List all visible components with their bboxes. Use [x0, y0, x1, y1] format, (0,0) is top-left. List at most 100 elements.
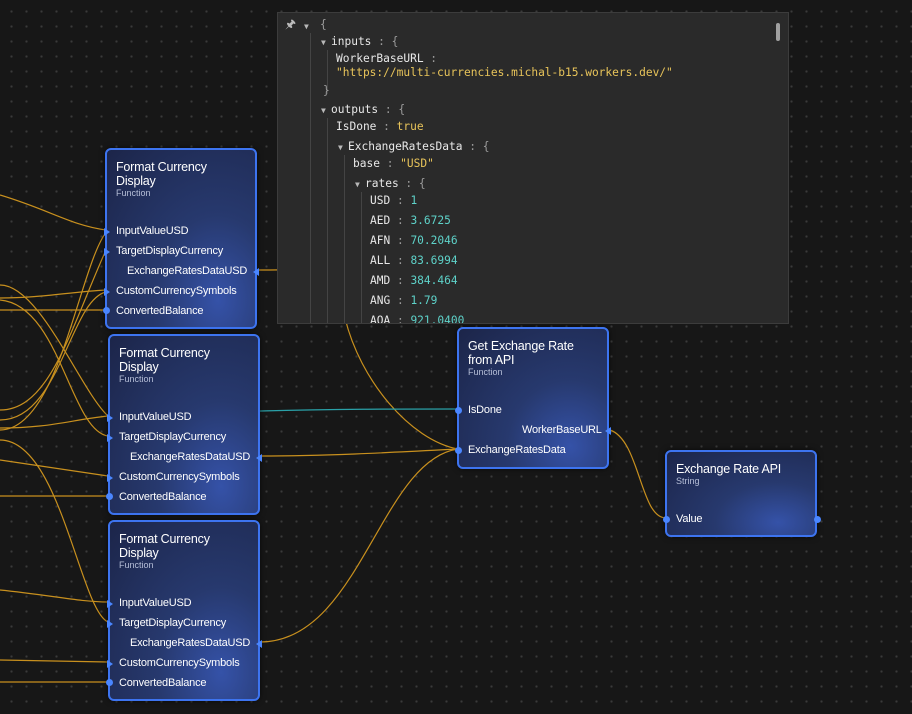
root-open-brace: {: [320, 18, 327, 31]
rate-row: AOA : 921.0400: [370, 314, 465, 324]
rate-code: AFN: [370, 234, 391, 247]
wire: [0, 415, 109, 429]
chevron-down-icon[interactable]: ▼: [338, 143, 343, 152]
wire: [259, 448, 459, 457]
chevron-down-icon[interactable]: ▼: [355, 180, 360, 189]
rate-code: ALL: [370, 254, 391, 267]
chevron-down-icon[interactable]: ▼: [321, 106, 326, 115]
output-port[interactable]: [455, 447, 462, 454]
chevron-down-icon[interactable]: ▼: [321, 38, 326, 47]
node-type: Function: [468, 367, 503, 377]
outputs-row[interactable]: ▼outputs : {: [321, 103, 406, 116]
tree-guide: [327, 118, 328, 323]
wire: [0, 291, 107, 421]
input-port[interactable]: [256, 454, 262, 462]
isdone-wire: [259, 408, 459, 412]
port-target-display-currency: TargetDisplayCurrency: [116, 245, 224, 257]
port-target-display-currency: TargetDisplayCurrency: [119, 431, 227, 443]
input-port[interactable]: [253, 268, 259, 276]
output-port[interactable]: [814, 516, 821, 523]
pin-icon[interactable]: 🖈: [285, 17, 297, 31]
output-port[interactable]: [106, 493, 113, 500]
input-port[interactable]: [104, 288, 110, 296]
rate-row: ANG : 1.79: [370, 294, 438, 307]
erd-row[interactable]: ▼ExchangeRatesData : {: [338, 140, 490, 153]
port-exchange-rates-data-usd: ExchangeRatesDataUSD: [130, 451, 251, 463]
collapse-root-icon[interactable]: ▼: [304, 22, 309, 31]
wire: [609, 429, 667, 519]
format-currency-display-node-1[interactable]: Format Currency Display Function InputVa…: [103, 148, 259, 329]
port-worker-base-url: WorkerBaseURL: [522, 424, 602, 436]
input-port[interactable]: [104, 248, 110, 256]
isdone-key: IsDone: [336, 120, 377, 133]
rate-value: 384.464: [410, 274, 458, 287]
port-input-value-usd: InputValueUSD: [119, 597, 192, 609]
port-converted-balance: ConvertedBalance: [116, 305, 204, 317]
input-port[interactable]: [104, 228, 110, 236]
output-port[interactable]: [106, 679, 113, 686]
node-type: Function: [119, 560, 154, 570]
output-port[interactable]: [455, 407, 462, 414]
output-port[interactable]: [103, 307, 110, 314]
rates-row[interactable]: ▼rates : {: [355, 177, 426, 190]
node-title: Format Currency Display: [119, 532, 210, 560]
port-exchange-rates-data-usd: ExchangeRatesDataUSD: [130, 637, 251, 649]
wire: [344, 317, 459, 450]
node-title: Get Exchange Rate from API: [468, 339, 574, 367]
inputs-key: inputs: [331, 35, 372, 48]
wire: [0, 589, 109, 603]
wire: [0, 229, 109, 431]
base-row: base : "USD": [353, 157, 434, 170]
format-currency-display-node-2[interactable]: Format Currency Display Function InputVa…: [106, 334, 262, 515]
base-key: base: [353, 157, 380, 170]
node-type: Function: [116, 188, 151, 198]
node-type: String: [676, 476, 700, 486]
rate-value: 921.0400: [410, 314, 465, 324]
format-currency-display-node-3[interactable]: Format Currency Display Function InputVa…: [106, 520, 262, 701]
port-exchange-rates-data: ExchangeRatesData: [468, 444, 566, 456]
tree-guide: [361, 192, 362, 323]
rate-code: ANG: [370, 294, 391, 307]
rate-value: 1: [410, 194, 418, 207]
wire: [0, 289, 107, 299]
input-port[interactable]: [107, 434, 113, 442]
base-value: "USD": [400, 157, 434, 170]
wire: [0, 299, 109, 437]
rate-value: 70.2046: [410, 234, 458, 247]
input-port[interactable]: [256, 640, 262, 648]
rate-row: ALL : 83.6994: [370, 254, 458, 267]
worker-url-row: WorkerBaseURL :: [336, 52, 438, 65]
port-input-value-usd: InputValueUSD: [116, 225, 189, 237]
node-title: Exchange Rate API: [676, 462, 782, 476]
wire: [0, 284, 109, 417]
rate-row: AED : 3.6725: [370, 214, 451, 227]
input-port[interactable]: [107, 474, 113, 482]
output-port[interactable]: [663, 516, 670, 523]
rate-row: AFN : 70.2046: [370, 234, 458, 247]
rate-code: AMD: [370, 274, 391, 287]
port-custom-currency-symbols: CustomCurrencySymbols: [116, 285, 237, 297]
wire: [0, 459, 109, 477]
input-port[interactable]: [107, 620, 113, 628]
node-type: Function: [119, 374, 154, 384]
rate-row: AMD : 384.464: [370, 274, 458, 287]
input-port[interactable]: [107, 660, 113, 668]
inputs-row[interactable]: ▼inputs : {: [321, 35, 399, 48]
rate-code: AED: [370, 214, 391, 227]
port-value: Value: [676, 513, 703, 525]
wire: [259, 448, 459, 643]
input-port[interactable]: [107, 414, 113, 422]
port-exchange-rates-data-usd: ExchangeRatesDataUSD: [127, 265, 248, 277]
rate-value: 1.79: [410, 294, 438, 307]
input-port[interactable]: [107, 600, 113, 608]
data-inspector-panel[interactable]: 🖈 ▼ { ▼inputs : { WorkerBaseURL : "https…: [277, 12, 789, 324]
worker-key: WorkerBaseURL: [336, 52, 424, 65]
worker-url-value: "https://multi-currencies.michal-b15.wor…: [336, 66, 673, 79]
input-port[interactable]: [605, 427, 611, 435]
get-exchange-rate-node[interactable]: Get Exchange Rate from API Function IsDo…: [455, 327, 611, 469]
scrollbar-thumb[interactable]: [776, 23, 780, 41]
node-title: Format Currency Display: [116, 160, 207, 188]
exchange-rate-api-node[interactable]: Exchange Rate API String Value: [663, 450, 821, 537]
outputs-key: outputs: [331, 103, 379, 116]
node-title: Format Currency Display: [119, 346, 210, 374]
